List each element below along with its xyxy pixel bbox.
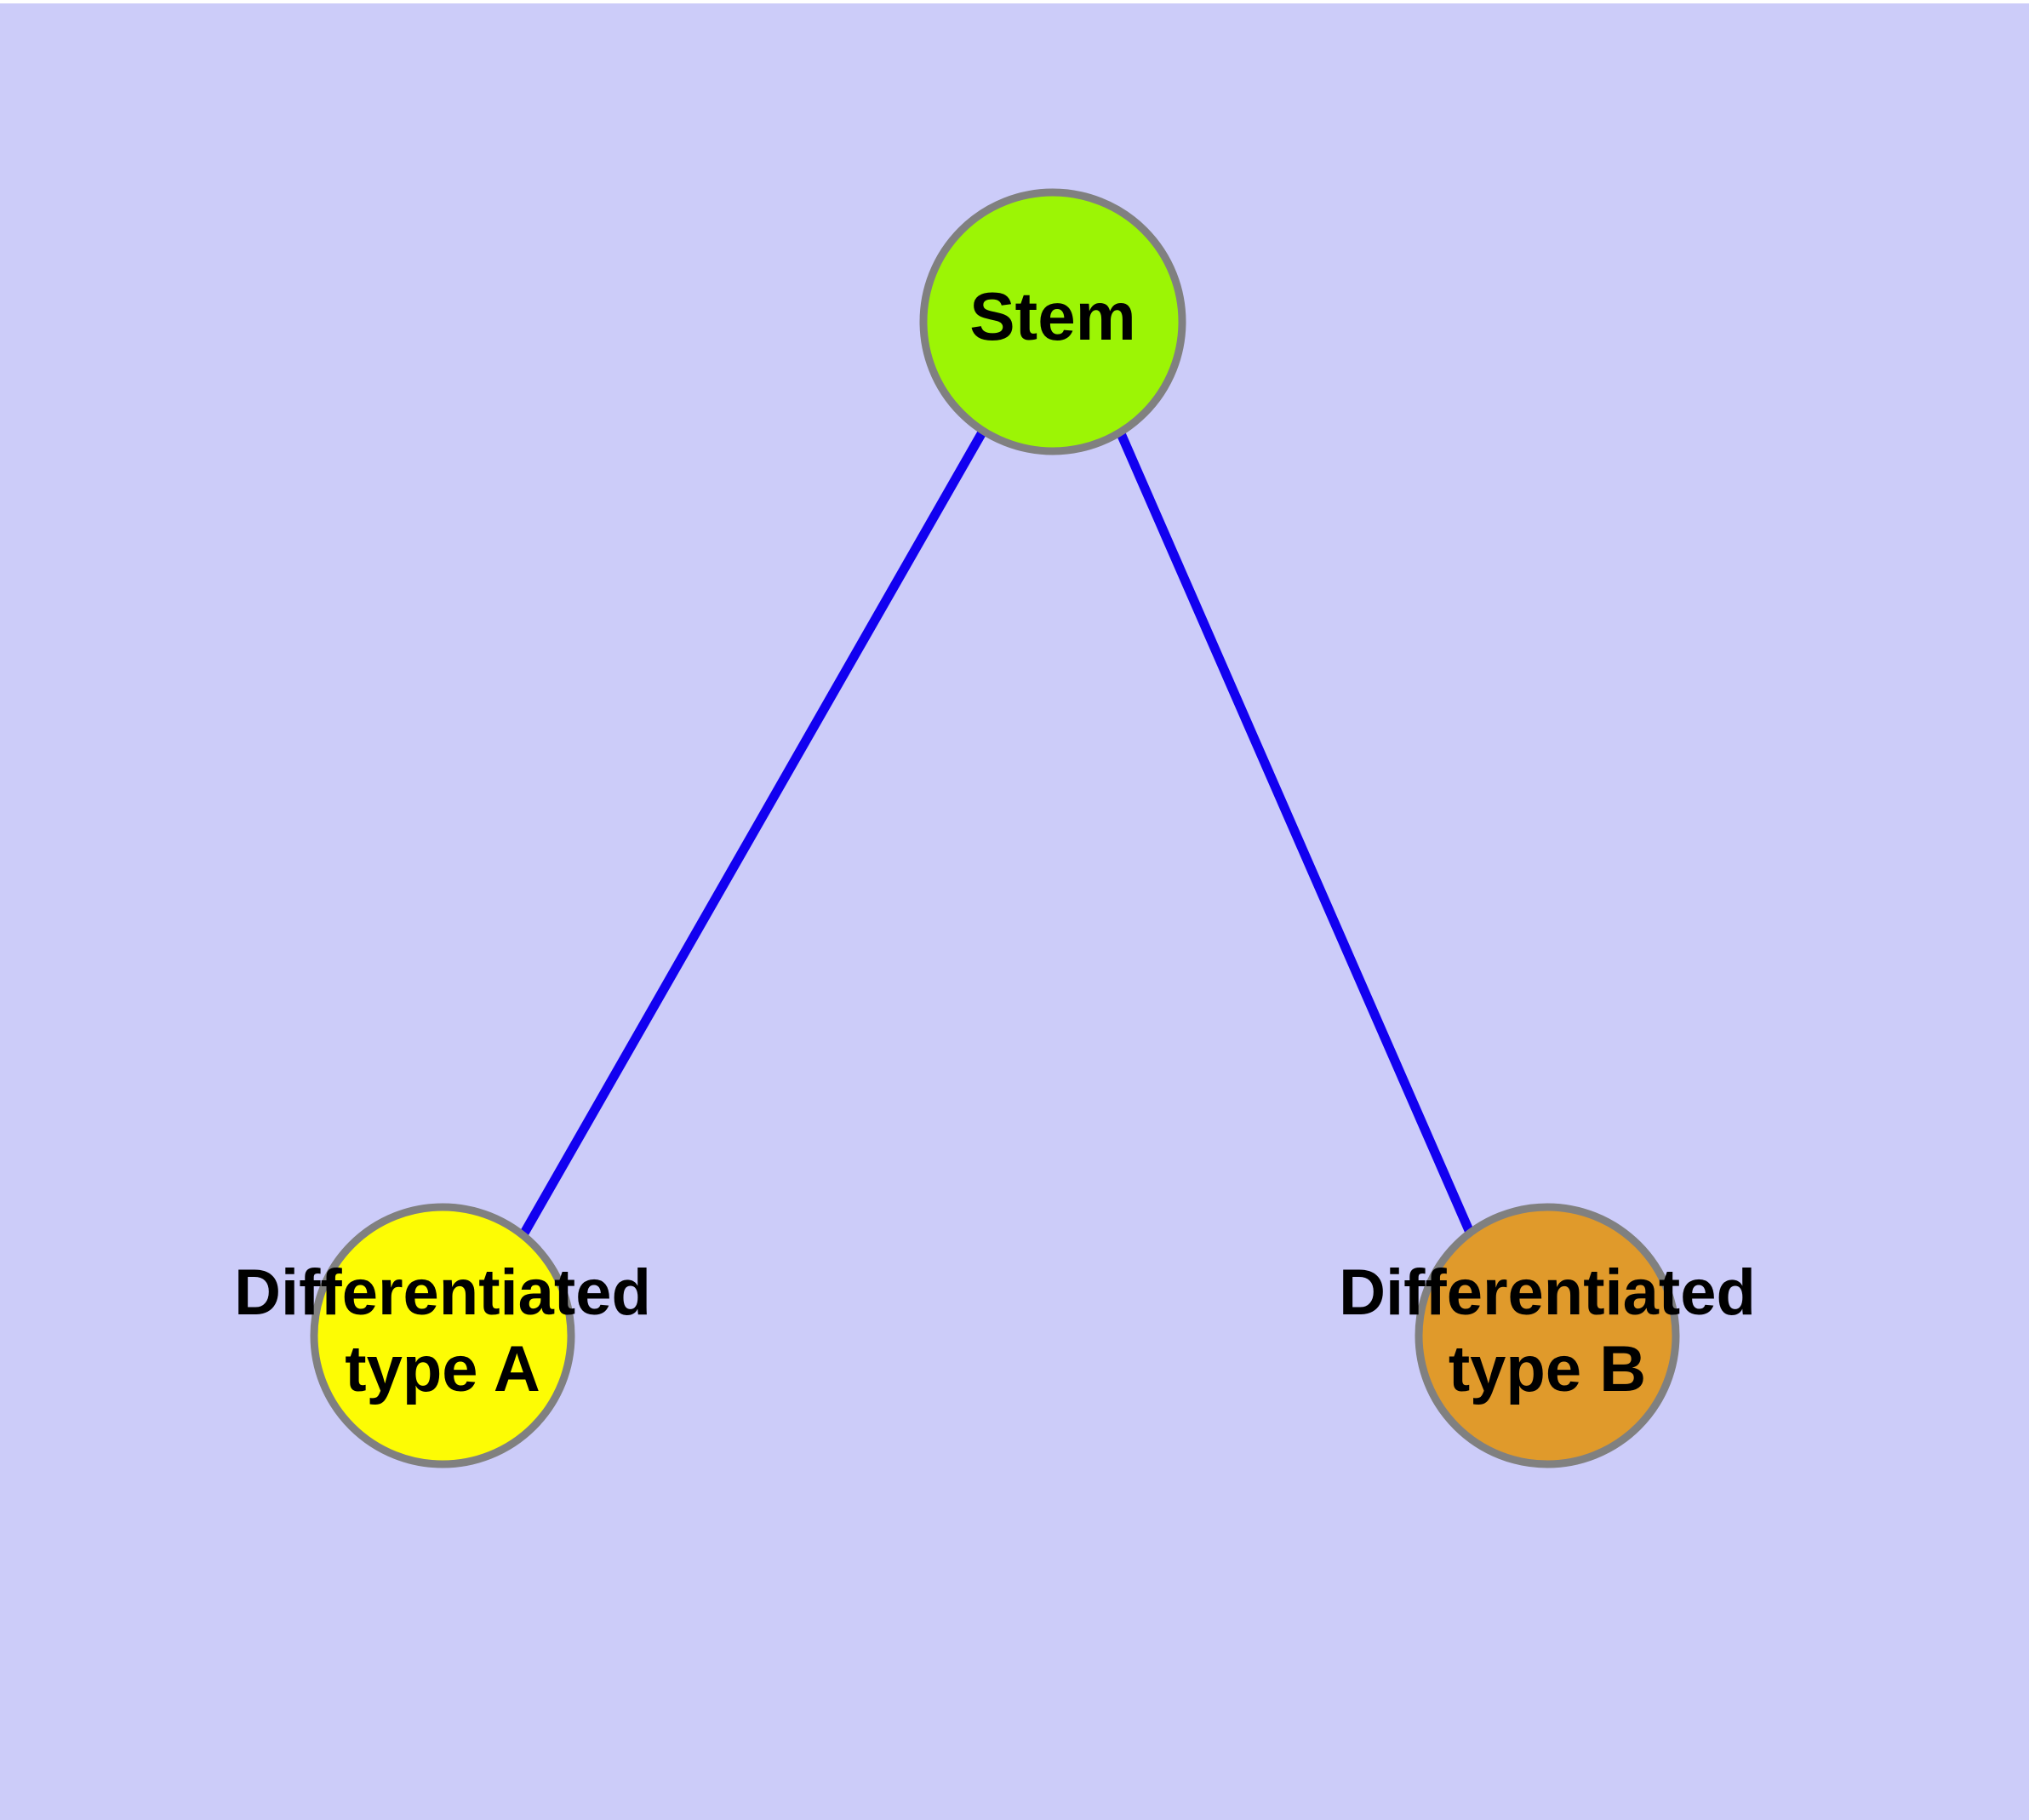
node-label-line: Stem (969, 278, 1136, 354)
node-stem[interactable]: Stem (919, 188, 1186, 455)
node-label-line: Differentiated (234, 1256, 651, 1329)
edges-group (512, 429, 1482, 1251)
node-label-line: Differentiated (1339, 1256, 1756, 1329)
node-circle-stem[interactable] (919, 188, 1186, 455)
node-circle-diff-a[interactable] (310, 1203, 575, 1468)
node-label-stem: Stem (969, 278, 1136, 354)
node-label-line: type A (345, 1333, 540, 1405)
edge-stem-to-diff-b (1115, 429, 1482, 1251)
node-label-line: type B (1449, 1333, 1646, 1405)
edge-stem-to-diff-a (512, 430, 986, 1251)
node-circle-diff-b[interactable] (1415, 1203, 1680, 1468)
